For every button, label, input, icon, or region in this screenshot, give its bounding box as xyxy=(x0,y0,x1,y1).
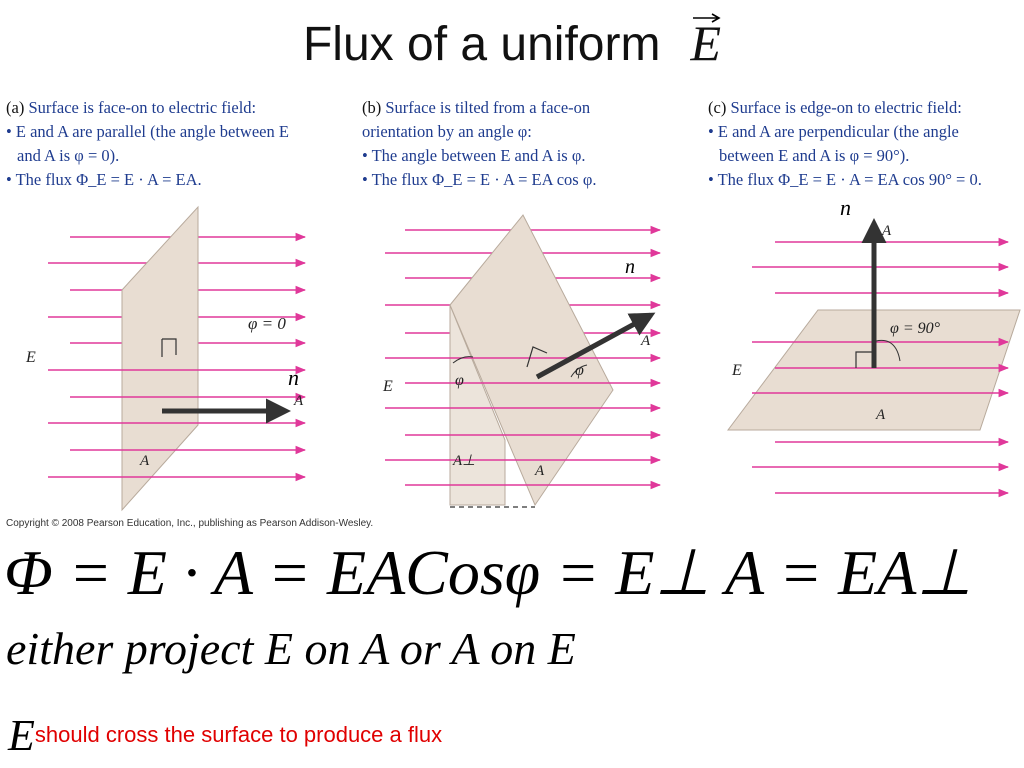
svg-text:φ = 0: φ = 0 xyxy=(248,314,286,333)
note-vector-symbol: E xyxy=(8,711,35,760)
svg-text:E: E xyxy=(382,378,393,395)
svg-text:n: n xyxy=(840,195,851,220)
field-lines-bottom xyxy=(752,437,1010,498)
caption-a: (a) Surface is face-on to electric field… xyxy=(6,96,289,192)
caption-a-heading: (a) Surface is face-on to electric field… xyxy=(6,98,257,117)
svg-text:φ = 90°: φ = 90° xyxy=(890,320,941,337)
svg-text:n: n xyxy=(288,365,299,390)
svg-text:A: A xyxy=(139,453,150,469)
caption-c-heading: (c) Surface is edge-on to electric field… xyxy=(708,98,962,117)
svg-text:E: E xyxy=(731,362,742,379)
svg-text:A: A xyxy=(640,333,651,349)
surface-c xyxy=(727,309,1021,431)
caption-b-bullet2: • The flux Φ_E = E · A = EA cos φ. xyxy=(362,170,597,189)
diagram-b: φ φ E n A A⊥ A xyxy=(382,214,662,508)
diagram-a: φ = 0 E n A A xyxy=(25,205,307,512)
caption-c: (c) Surface is edge-on to electric field… xyxy=(708,96,982,192)
phi-arc xyxy=(875,339,901,362)
caption-c-bullet1-cont: between E and A is φ = 90°). xyxy=(719,146,910,165)
note-text: should cross the surface to produce a fl… xyxy=(34,722,443,747)
phi-arc-left xyxy=(452,356,474,364)
field-lines-front xyxy=(48,365,307,482)
svg-text:A: A xyxy=(293,393,304,409)
svg-text:n: n xyxy=(625,256,635,278)
caption-c-bullet1: • E and A are perpendicular (the angle xyxy=(708,122,959,141)
surface-a xyxy=(121,205,199,512)
copyright-notice: Copyright © 2008 Pearson Education, Inc.… xyxy=(6,518,374,529)
svg-text:φ: φ xyxy=(455,372,464,389)
area-vector-arrow xyxy=(535,312,656,380)
caption-b: (b) Surface is tilted from a face-on ori… xyxy=(362,96,596,192)
field-lines-top xyxy=(752,237,1010,298)
caption-c-bullet2: • The flux Φ_E = E · A = EA cos 90° = 0. xyxy=(708,170,982,189)
svg-text:A: A xyxy=(881,223,892,239)
flux-note: Eshould cross the surface to produce a f… xyxy=(8,702,443,760)
title-text: Flux of a uniform xyxy=(302,18,661,71)
field-lines-front xyxy=(385,353,662,490)
right-angle-mark xyxy=(526,346,548,368)
caption-b-bullet1: • The angle between E and A is φ. xyxy=(362,146,586,165)
svg-text:φ: φ xyxy=(575,362,584,379)
phi-arc xyxy=(570,364,588,378)
caption-b-heading: (b) Surface is tilted from a face-on xyxy=(362,98,591,117)
svg-text:A: A xyxy=(875,407,886,423)
field-lines-on-surface xyxy=(752,337,1010,398)
caption-b-heading-cont: orientation by an angle φ: xyxy=(362,122,532,141)
right-angle-mark xyxy=(161,338,177,357)
caption-a-bullet1: • E and A are parallel (the angle betwee… xyxy=(6,122,289,141)
right-angle-mark xyxy=(855,351,872,368)
projection-equation: either project E on A or A on E xyxy=(6,623,576,674)
caption-a-bullet1-cont: and A is φ = 0). xyxy=(17,146,120,165)
caption-a-bullet2: • The flux Φ_E = E · A = EA. xyxy=(6,170,202,189)
surface-b xyxy=(449,214,614,507)
svg-text:A⊥: A⊥ xyxy=(452,453,475,469)
diagram-c: φ = 90° E n A A xyxy=(727,195,1021,498)
flux-equation: Φ = E · A = EACosφ = E⊥ A = EA⊥ xyxy=(4,537,973,608)
svg-text:A: A xyxy=(534,463,545,479)
projected-area xyxy=(449,304,506,506)
svg-text:E: E xyxy=(25,349,36,366)
title-vector-symbol: E xyxy=(690,13,722,71)
page-title: Flux of a uniform E xyxy=(0,13,1024,72)
